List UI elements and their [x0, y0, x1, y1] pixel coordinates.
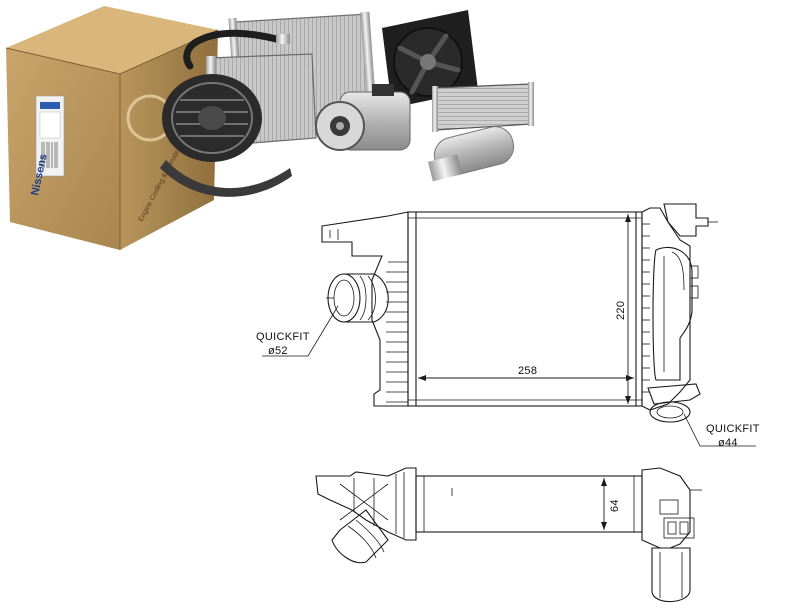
inlet-type-label: QUICKFIT: [256, 331, 310, 343]
ac-hose-photo: [183, 29, 290, 70]
width-value: 258: [518, 365, 537, 377]
inlet-callout: QUICKFIT ø52: [256, 305, 339, 357]
height-dimension: 220: [615, 214, 631, 404]
top-view-inlet-spigot: [331, 509, 389, 564]
front-view-drawing: 258 220 QUICKFIT ø52 QUICKFIT ø44: [256, 203, 760, 449]
cardboard-box: Nissens Engine Cooling & Climate: [5, 6, 219, 250]
blower-motor-photo: [160, 74, 292, 197]
outlet-callout: QUICKFIT ø44: [683, 413, 760, 449]
top-view-drawing: 64: [315, 467, 702, 603]
depth-value: 64: [609, 499, 621, 512]
outlet-size-label: ø44: [718, 437, 738, 449]
top-view-outlet-tank: [641, 467, 702, 603]
inlet-spigot: [326, 273, 389, 323]
outlet-type-label: QUICKFIT: [706, 423, 760, 435]
cooling-fan-photo: [382, 10, 478, 108]
outlet-tank: [641, 203, 718, 423]
ac-compressor-photo: [315, 84, 411, 151]
receiver-drier-photo: [428, 126, 515, 182]
height-value: 220: [615, 301, 627, 320]
intercooler-core: [407, 211, 643, 407]
radiator-photo: [432, 82, 534, 132]
width-dimension: 258: [418, 365, 634, 381]
product-photo-collage: Nissens Engine Cooling & Climate: [5, 6, 534, 250]
depth-dimension: 64: [601, 478, 621, 530]
inlet-size-label: ø52: [268, 345, 288, 357]
